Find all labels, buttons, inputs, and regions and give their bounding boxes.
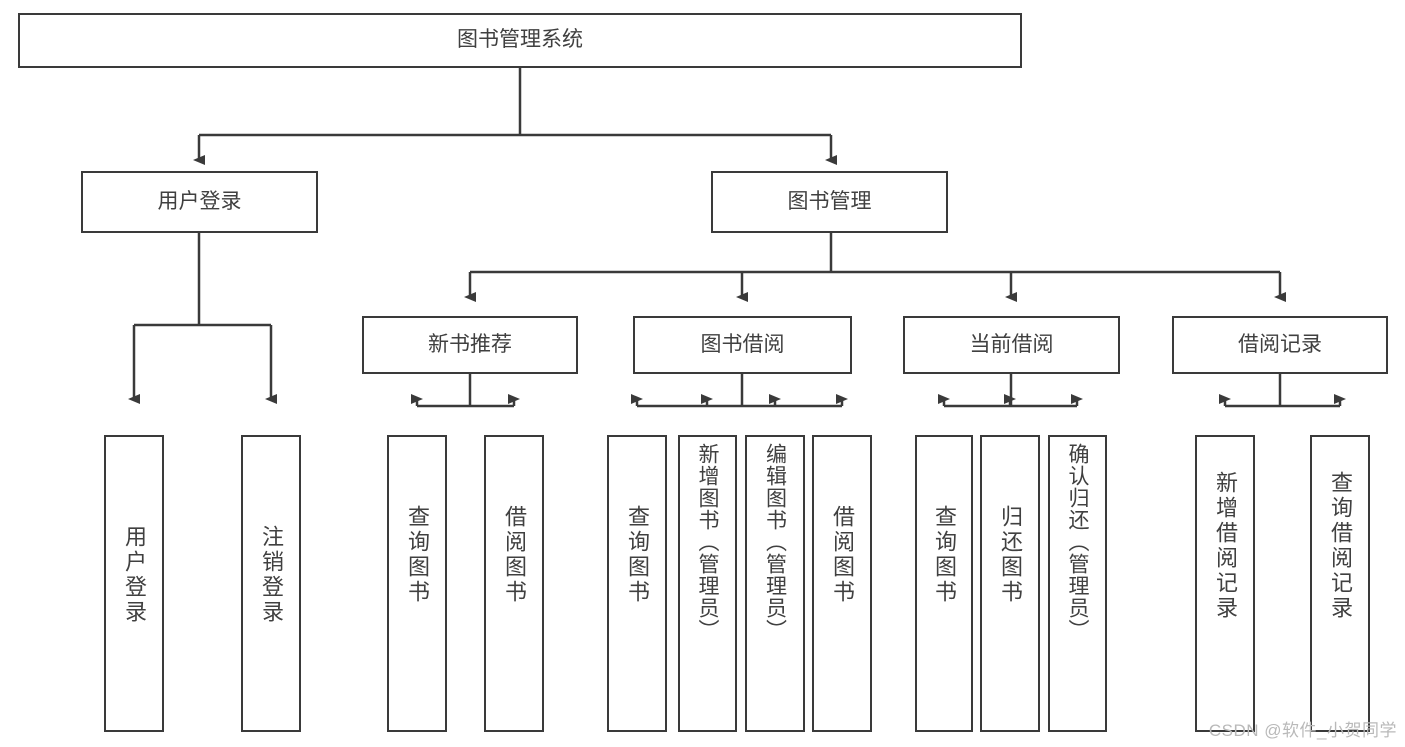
leaf-new-book-borrow[interactable]: 借阅图书 xyxy=(484,435,544,732)
node-book-management[interactable]: 图书管理 xyxy=(711,171,948,233)
leaf-record-query-label: 查询借阅记录 xyxy=(1328,471,1353,621)
node-new-book-recommend[interactable]: 新书推荐 xyxy=(362,316,578,374)
watermark-text: CSDN @软件_小贺同学 xyxy=(1208,721,1397,740)
leaf-record-add[interactable]: 新增借阅记录 xyxy=(1195,435,1255,732)
leaf-user-login-signout-label: 注销登录 xyxy=(259,525,284,625)
leaf-record-query[interactable]: 查询借阅记录 xyxy=(1310,435,1370,732)
node-user-login-label: 用户登录 xyxy=(157,189,242,213)
leaf-current-query-book[interactable]: 查询图书 xyxy=(915,435,973,732)
node-borrow-record-label: 借阅记录 xyxy=(1238,332,1322,356)
leaf-borrow-add-book-admin-label: 新增图书（管理员） xyxy=(696,443,719,641)
leaf-current-return-book-label: 归还图书 xyxy=(998,505,1023,605)
leaf-current-confirm-return-admin[interactable]: 确认归还（管理员） xyxy=(1048,435,1107,732)
leaf-new-book-query[interactable]: 查询图书 xyxy=(387,435,447,732)
leaf-borrow-borrow-book[interactable]: 借阅图书 xyxy=(812,435,872,732)
node-book-management-label: 图书管理 xyxy=(787,189,872,213)
leaf-borrow-add-book-admin[interactable]: 新增图书（管理员） xyxy=(678,435,737,732)
leaf-user-login-signout[interactable]: 注销登录 xyxy=(241,435,301,732)
leaf-new-book-borrow-label: 借阅图书 xyxy=(502,505,527,605)
node-current-borrow-label: 当前借阅 xyxy=(969,332,1054,356)
node-root-label: 图书管理系统 xyxy=(457,28,583,52)
node-new-book-recommend-label: 新书推荐 xyxy=(428,332,512,356)
leaf-current-confirm-return-admin-label: 确认归还（管理员） xyxy=(1066,443,1089,641)
leaf-user-login-signin[interactable]: 用户登录 xyxy=(104,435,164,732)
leaf-borrow-edit-book-admin[interactable]: 编辑图书（管理员） xyxy=(745,435,805,732)
node-book-borrow-label: 图书借阅 xyxy=(700,332,785,356)
leaf-new-book-query-label: 查询图书 xyxy=(405,505,430,605)
leaf-borrow-query-book[interactable]: 查询图书 xyxy=(607,435,667,732)
leaf-current-return-book[interactable]: 归还图书 xyxy=(980,435,1040,732)
node-book-borrow[interactable]: 图书借阅 xyxy=(633,316,852,374)
node-borrow-record[interactable]: 借阅记录 xyxy=(1172,316,1388,374)
node-root[interactable]: 图书管理系统 xyxy=(18,13,1022,68)
leaf-record-add-label: 新增借阅记录 xyxy=(1213,471,1238,621)
node-user-login[interactable]: 用户登录 xyxy=(81,171,318,233)
leaf-current-query-book-label: 查询图书 xyxy=(932,505,957,605)
node-current-borrow[interactable]: 当前借阅 xyxy=(903,316,1120,374)
leaf-borrow-borrow-book-label: 借阅图书 xyxy=(830,505,855,605)
leaf-borrow-edit-book-admin-label: 编辑图书（管理员） xyxy=(763,443,787,641)
leaf-user-login-signin-label: 用户登录 xyxy=(122,525,147,625)
leaf-borrow-query-book-label: 查询图书 xyxy=(625,505,650,605)
